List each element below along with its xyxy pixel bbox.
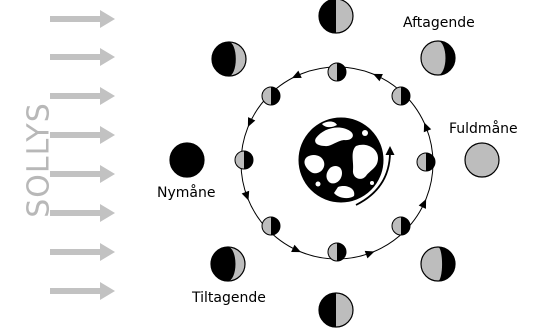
moon-on-orbit — [327, 62, 347, 82]
right-arrow-icon — [50, 126, 115, 144]
moon-on-orbit — [416, 152, 436, 172]
label-tiltagende: Tiltagende — [191, 290, 266, 306]
moon-on-orbit — [327, 242, 347, 262]
orbit-arrowhead — [291, 244, 301, 253]
right-arrow-icon — [50, 165, 115, 183]
label-fuldmaane: Fuldmåne — [449, 120, 518, 137]
moon-on-orbit — [391, 216, 411, 236]
inner-moons — [234, 62, 436, 262]
orbit-arrowhead — [247, 117, 256, 127]
moon-phase-first-quarter — [318, 0, 354, 34]
moon-on-orbit — [261, 86, 281, 106]
right-arrow-icon — [50, 243, 115, 261]
orbit-arrowhead — [418, 199, 427, 209]
moon-phase-waxing-gibbous — [210, 246, 246, 282]
moon-on-orbit — [391, 86, 411, 106]
orbit-direction-arrows — [241, 70, 432, 259]
orbit-arrowhead — [364, 250, 375, 259]
moon-on-orbit — [261, 216, 281, 236]
sunlight-arrows — [50, 10, 115, 300]
right-arrow-icon — [50, 282, 115, 300]
moon-phase-full — [464, 142, 500, 178]
moon-phase-last-quarter — [318, 292, 354, 328]
right-arrow-icon — [50, 204, 115, 222]
moon-phase-waning-crescent — [420, 246, 456, 282]
outer-moons — [169, 0, 500, 328]
earth-globe-icon — [298, 117, 384, 203]
earth-rotation-arrow — [355, 146, 395, 206]
right-arrow-icon — [50, 87, 115, 105]
moon-phase-waning-gibbous — [420, 40, 456, 76]
moon-phase-new — [169, 142, 205, 178]
orbit-arrowhead — [423, 122, 432, 133]
label-aftagende: Aftagende — [403, 15, 475, 31]
sunlight-label: SOLLYS — [22, 102, 57, 217]
orbit-arrowhead — [241, 190, 250, 201]
orbit-arrowhead — [291, 70, 302, 79]
moon-on-orbit — [234, 150, 254, 170]
label-nymaane: Nymåne — [157, 184, 215, 201]
orbit-arrowhead — [373, 73, 383, 82]
moon-phase-waxing-crescent — [211, 41, 247, 77]
right-arrow-icon — [50, 10, 115, 28]
right-arrow-icon — [50, 48, 115, 66]
